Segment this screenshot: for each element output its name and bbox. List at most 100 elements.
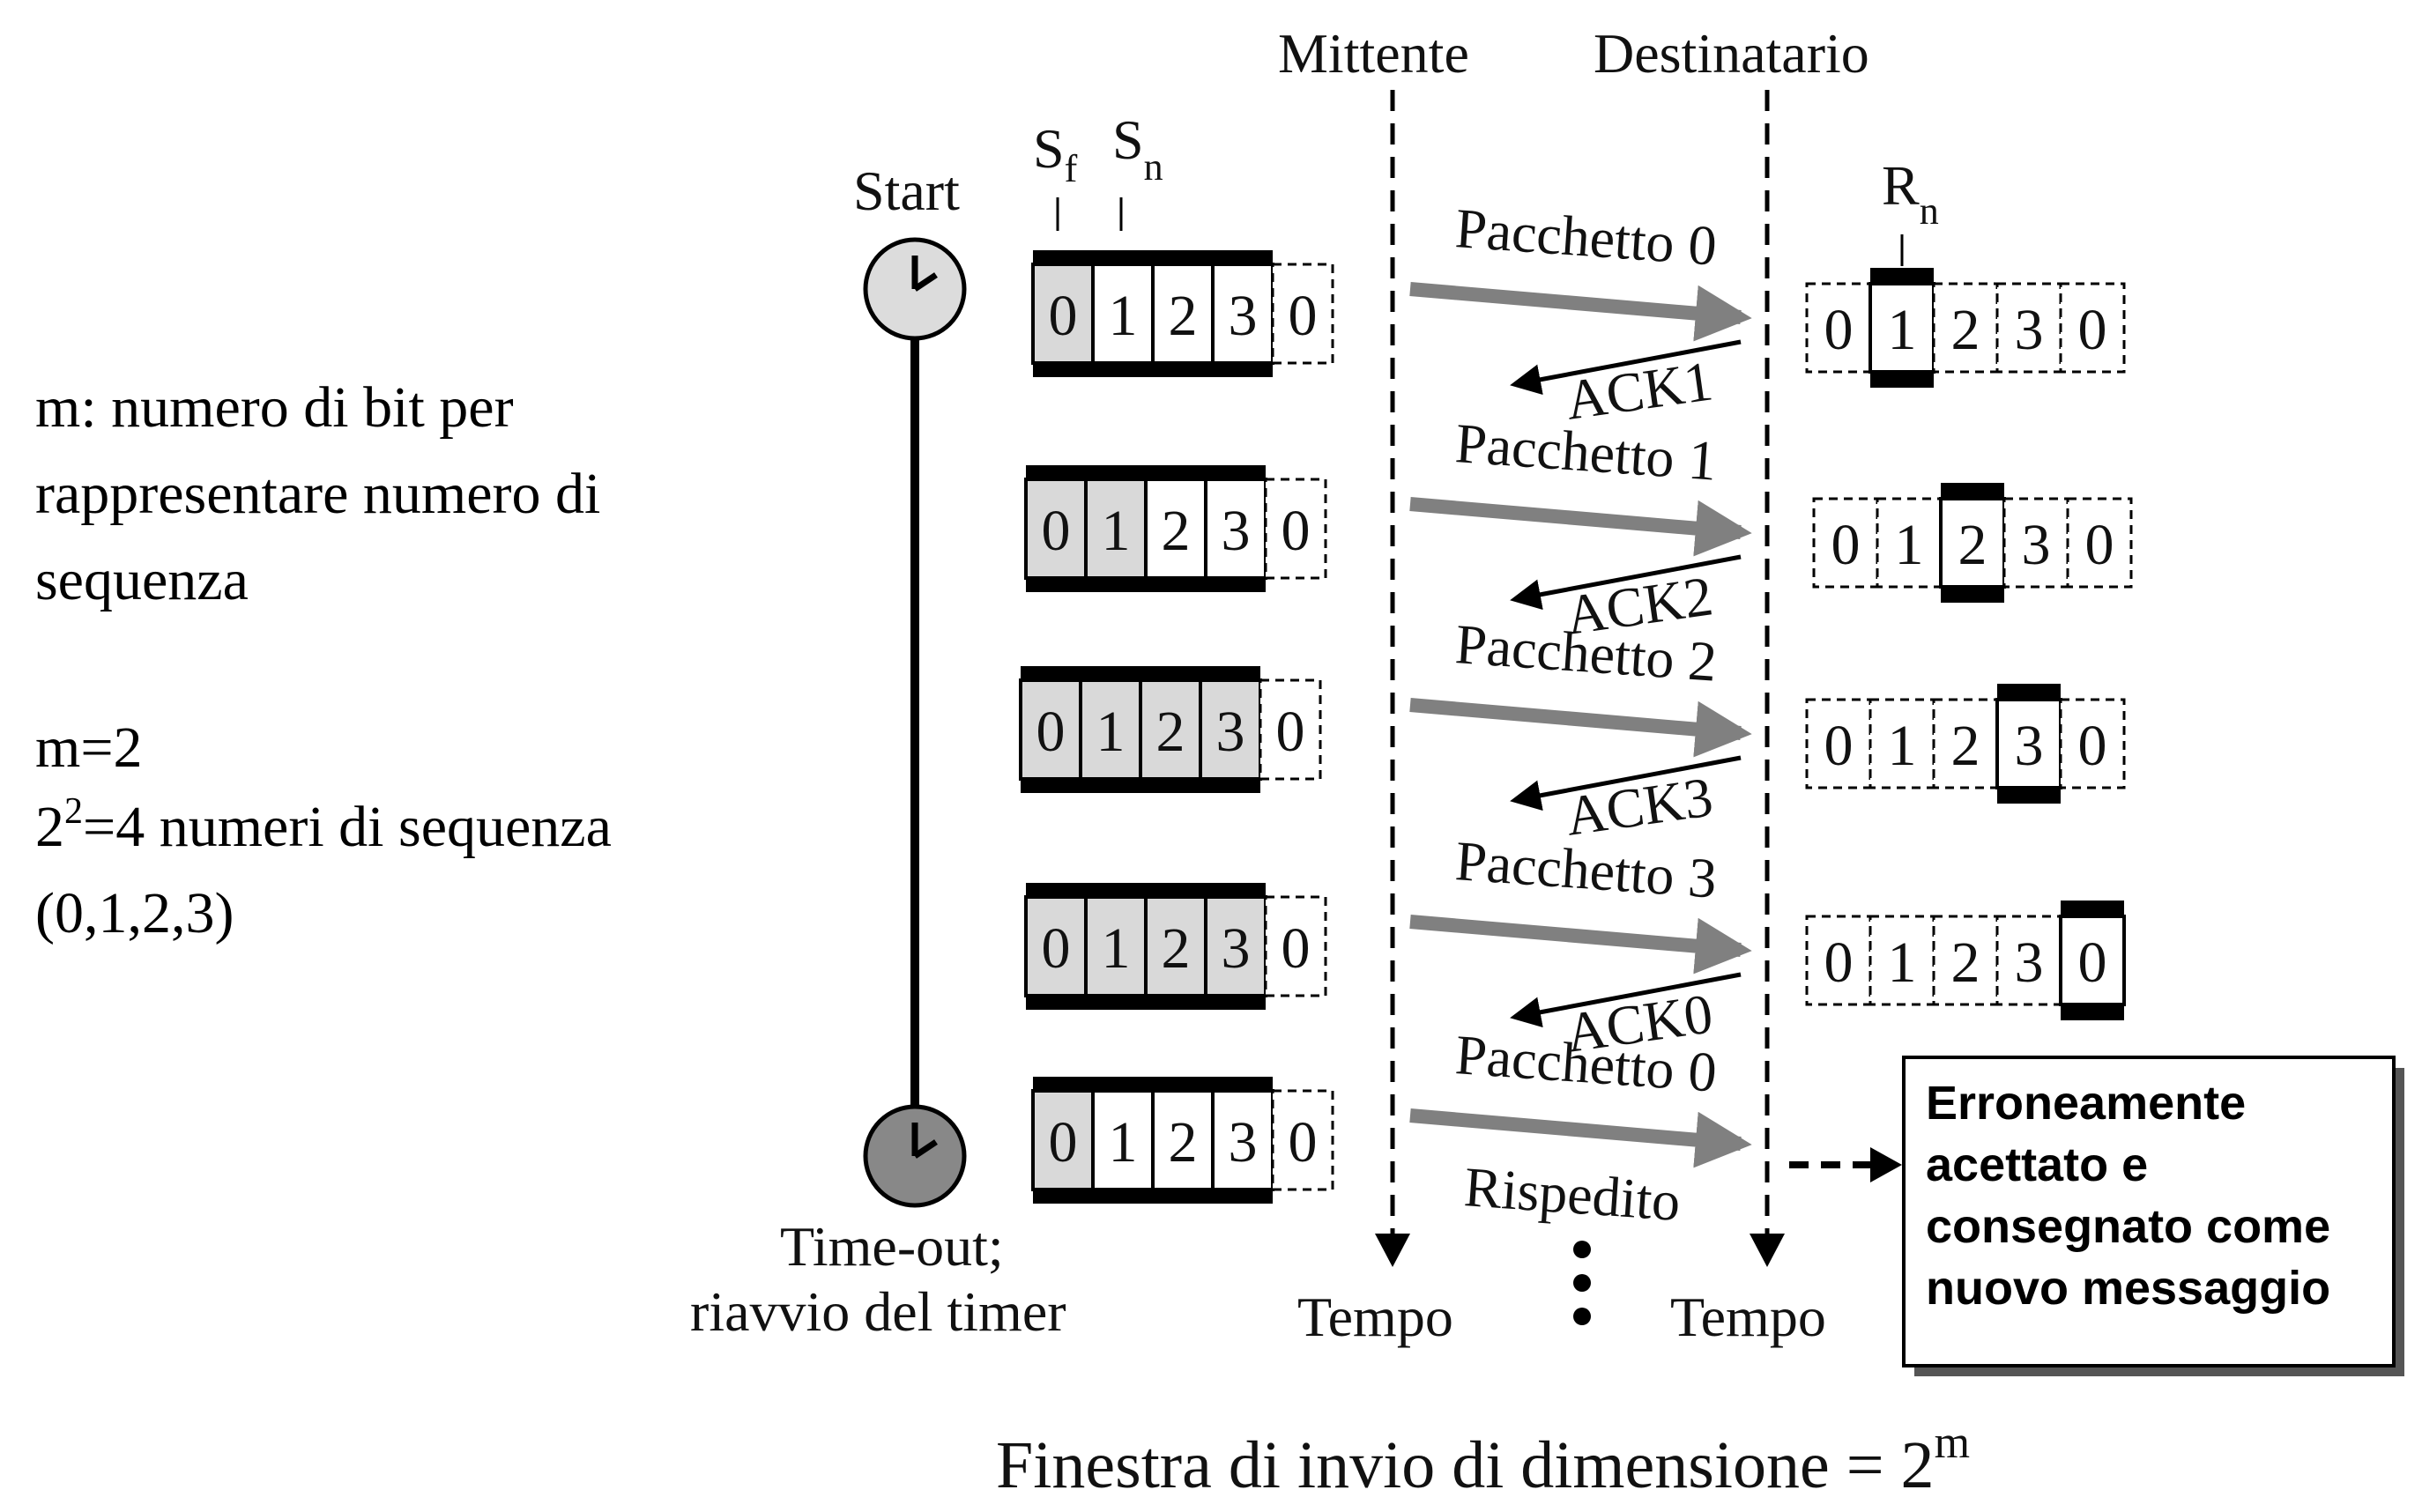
sender-window-top-bar <box>1033 1077 1273 1091</box>
sender-window-cell <box>1079 678 1142 781</box>
sender-window-bottom-bar <box>1026 578 1266 592</box>
packet-resend-label: Rispedito <box>1462 1155 1683 1233</box>
sender-seq-number: 1 <box>1102 916 1131 981</box>
receiver-header: Destinatario <box>1594 22 1869 85</box>
receiver-cell <box>1812 497 1879 589</box>
receiver-seq-number: 2 <box>1951 714 1980 778</box>
timer-timeout-clock-icon <box>863 1104 967 1208</box>
continuation-dots <box>1573 1241 1591 1325</box>
callout-line-2: acettato e <box>1926 1138 2148 1191</box>
caption-text: Finestra di invio di dimensione = 2 <box>996 1428 1935 1502</box>
sender-window-cell <box>1199 678 1262 781</box>
sender-seq-number: 3 <box>1216 700 1245 764</box>
note-power: 22=4 numeri di sequenza <box>35 791 612 859</box>
ack-arrow <box>1510 972 1742 1028</box>
receiver-cell <box>2002 497 2069 589</box>
sender-seq-number: 1 <box>1109 1110 1138 1175</box>
sender-seq-number: 1 <box>1096 700 1126 764</box>
sender-window-top-bar <box>1033 250 1273 264</box>
receiver-seq-number: 0 <box>1831 513 1861 577</box>
rn-label-base: R <box>1882 154 1920 217</box>
sender-seq-number: 3 <box>1229 1110 1258 1175</box>
ack-arrow <box>1510 755 1742 812</box>
sender-window-cell <box>1211 1089 1274 1191</box>
sender-seq-number: 0 <box>1042 916 1071 981</box>
sender-window-bottom-bar <box>1021 779 1260 793</box>
sender-outside-cell <box>1271 263 1334 365</box>
sender-outside-cell <box>1264 478 1327 580</box>
receiver-current-bottom-bar <box>1941 587 2004 603</box>
sender-window-top-bar <box>1026 465 1266 479</box>
receiver-current-top-bar <box>2061 901 2124 916</box>
callout-box <box>1902 1056 2396 1367</box>
caption: Finestra di invio di dimensione = 2m <box>996 1418 1970 1502</box>
receiver-current-cell <box>1995 698 2062 789</box>
packet-arrow <box>1409 1108 1752 1168</box>
error-callout: Erroneamente acettato e consegnato come … <box>1902 1056 2404 1376</box>
sender-window-cell <box>1211 263 1274 365</box>
sender-window-cell <box>1204 895 1267 997</box>
receiver-cell <box>1995 915 2062 1006</box>
receiver-seq-number: 0 <box>1824 714 1854 778</box>
receiver-seq-number: 3 <box>2015 714 2044 778</box>
sender-window-cell <box>1144 478 1207 580</box>
receiver-current-bottom-bar <box>2061 1004 2124 1020</box>
sender-outside-cell <box>1271 1089 1334 1191</box>
sender-window-top-bar <box>1026 883 1266 897</box>
sender-window-cell <box>1024 478 1088 580</box>
rn-label: Rn <box>1882 154 1939 233</box>
packet-arrow <box>1409 282 1752 342</box>
receiver-seq-number: 0 <box>2078 930 2107 995</box>
sender-outside-cell <box>1264 895 1327 997</box>
sender-seq-number: 0 <box>1036 700 1066 764</box>
sender-seq-number: 2 <box>1162 916 1191 981</box>
sender-seq-number: 3 <box>1222 916 1251 981</box>
receiver-seq-number: 0 <box>1824 298 1854 362</box>
note-seq-list: (0,1,2,3) <box>35 881 234 945</box>
note-line-2: rappresentare numero di <box>35 462 600 526</box>
callout-line-3: consegnato come <box>1926 1200 2330 1253</box>
receiver-cell <box>2059 282 2126 374</box>
sender-seq-number: 2 <box>1169 284 1198 348</box>
sender-window-bottom-bar <box>1026 996 1266 1010</box>
receiver-seq-number: 0 <box>1824 930 1854 995</box>
sender-window-cell <box>1144 895 1207 997</box>
note-line-3: sequenza <box>35 548 249 612</box>
ack-label: ACK3 <box>1562 765 1716 848</box>
packet-arrow <box>1409 915 1752 975</box>
receiver-seq-number: 1 <box>1888 714 1917 778</box>
receiver-current-top-bar <box>1997 684 2061 700</box>
receiver-cell <box>1869 915 1935 1006</box>
sender-seq-number: 1 <box>1109 284 1138 348</box>
sender-window-cell <box>1091 263 1155 365</box>
left-notes: m: numero di bit per rappresentare numer… <box>35 375 612 945</box>
receiver-cell <box>1869 698 1935 789</box>
sender-window-cell <box>1084 478 1148 580</box>
sender-window-cell <box>1139 678 1202 781</box>
timeout-line-2: riavvio del timer <box>690 1280 1066 1343</box>
sn-label: Sn <box>1112 108 1163 189</box>
receiver-cell <box>1932 282 1999 374</box>
sn-label-base: S <box>1112 108 1144 171</box>
receiver-current-top-bar <box>1941 483 2004 499</box>
sender-time-label: Tempo <box>1297 1286 1453 1348</box>
sender-window-cell <box>1024 895 1088 997</box>
callout-arrowhead <box>1870 1147 1902 1182</box>
note-m-equals: m=2 <box>35 715 143 780</box>
receiver-seq-number: 0 <box>2085 513 2114 577</box>
start-label: Start <box>853 159 960 222</box>
sn-label-sub: n <box>1144 145 1163 189</box>
receiver-seq-number: 1 <box>1895 513 1924 577</box>
